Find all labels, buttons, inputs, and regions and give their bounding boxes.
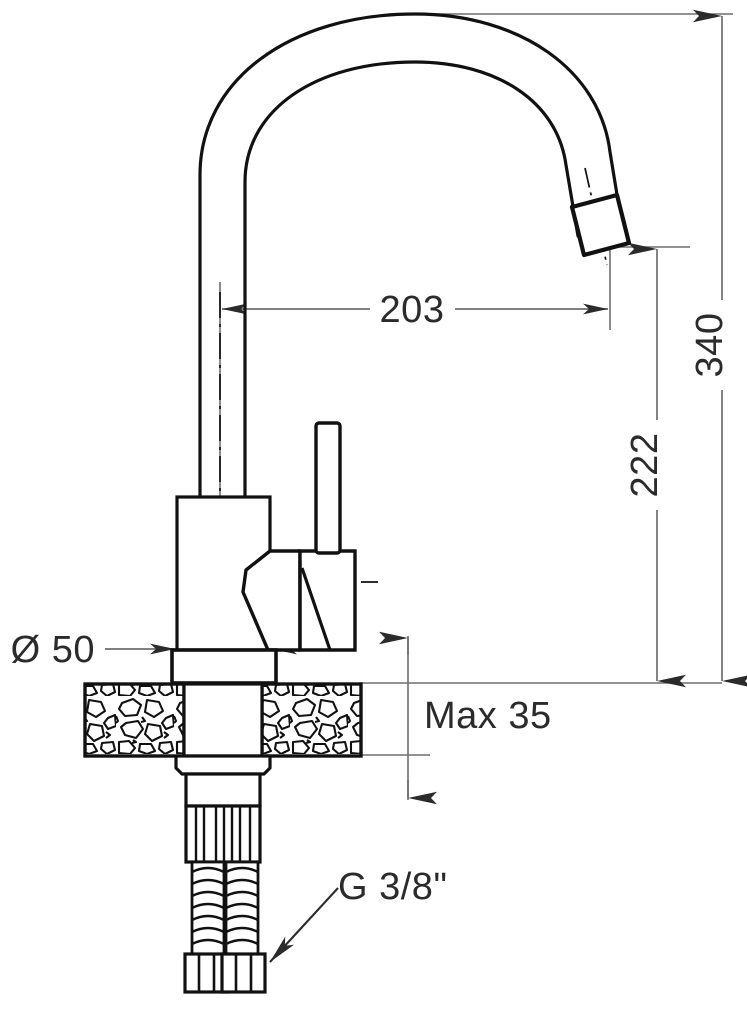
dimension-label-spout-reach: 203 (380, 289, 445, 331)
thread-callout-leader (269, 887, 339, 963)
supply-hose-right (224, 860, 260, 956)
hose-shroud (184, 804, 262, 864)
shank (174, 682, 272, 808)
cartridge-cap (241, 549, 357, 652)
spout-arc (198, 12, 624, 502)
dimension-label-base-diameter: Ø 50 (11, 629, 95, 671)
dimension-label-thread-size: G 3/8" (338, 866, 447, 908)
lever-handle[interactable] (314, 421, 342, 555)
hose-nut-right (220, 952, 267, 994)
base-flange (170, 648, 278, 685)
dimension-label-max-thickness: Max 35 (424, 695, 552, 737)
supply-hose-left (190, 860, 226, 956)
dimension-label-spout-height: 222 (624, 433, 666, 498)
spout-outlet (569, 192, 632, 258)
dimension-label-overall-height: 340 (689, 313, 731, 378)
